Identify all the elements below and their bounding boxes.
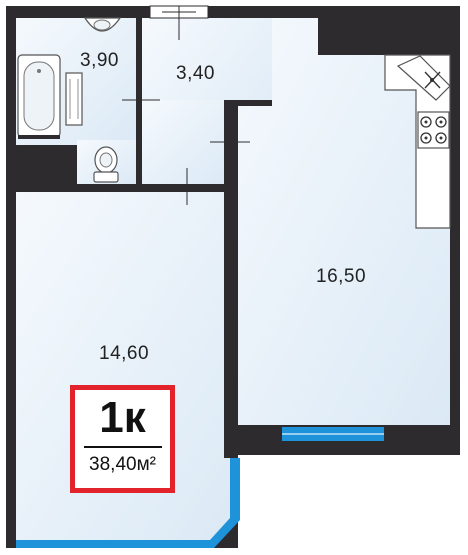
windows [16, 5, 384, 548]
bathroom-area-label: 3,90 [80, 50, 119, 71]
badge-divider [83, 446, 162, 448]
kitchen-floor [238, 18, 450, 425]
sink-icon [83, 17, 122, 32]
toilet-icon [93, 146, 119, 183]
apartment-type-badge: 1к 38,40м² [70, 385, 175, 493]
room-count: 1к [99, 393, 146, 442]
bathtub-icon [17, 54, 61, 139]
partitions [16, 18, 460, 458]
total-area: 38,40м² [89, 454, 156, 475]
washing-machine-icon [65, 72, 83, 126]
bedroom-area-label: 14,60 [99, 343, 150, 364]
hallway-area-label: 3,40 [176, 63, 215, 84]
stove-icon [417, 111, 450, 149]
kitchen-area-label: 16,50 [316, 266, 367, 287]
door-icon [122, 6, 250, 205]
kitchen-sink-icon [396, 55, 451, 101]
balcony-window [16, 458, 240, 548]
